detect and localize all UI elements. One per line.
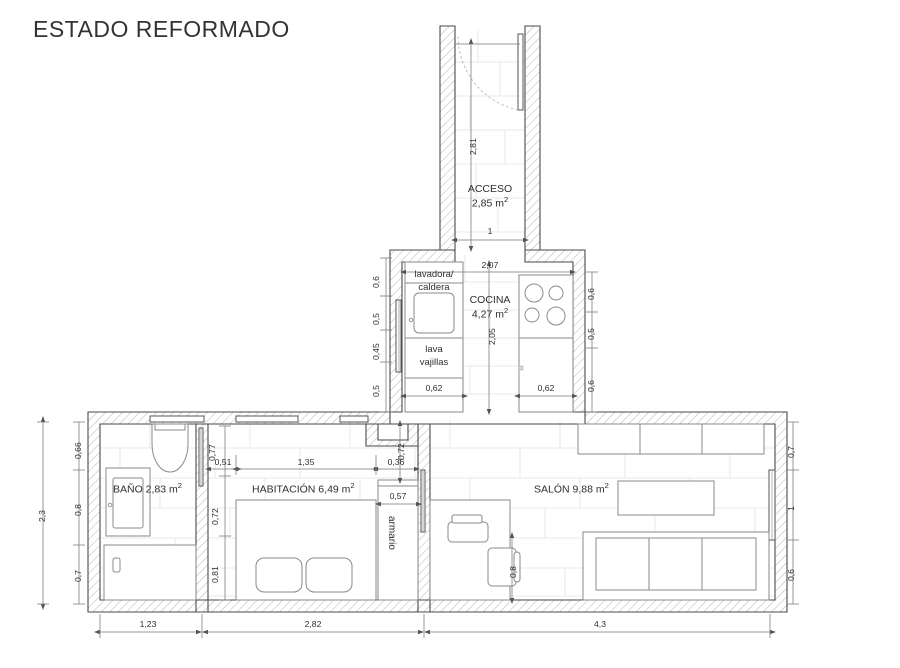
dim-hab-left-3: 0,81 xyxy=(210,566,220,583)
openings xyxy=(149,33,776,541)
dim-cocina-left-2: 0,5 xyxy=(371,313,381,325)
door-bano xyxy=(198,427,204,487)
table-icon xyxy=(617,480,715,516)
door-habitacion xyxy=(420,469,426,533)
wall-acceso-right xyxy=(524,25,541,251)
appliance-label-lavadora-1: lavadora/ xyxy=(414,269,454,280)
room-label-acceso: ACCESO xyxy=(467,183,513,195)
dim-hab-left-2: 0,72 xyxy=(210,508,220,525)
room-label-salon: SALÓN 9,88 m2 xyxy=(534,481,609,496)
toilet-icon xyxy=(151,423,189,473)
dim-cocina-right-1: 0,6 xyxy=(586,288,596,300)
dim-salon-chair: 0,8 xyxy=(508,566,518,578)
shower-drain-icon xyxy=(112,557,121,573)
dim-left-3: 0,7 xyxy=(73,570,83,582)
shower-tray-icon xyxy=(103,544,197,601)
dim-bottom-1: 1,23 xyxy=(139,619,157,629)
dim-armario-width: 0,57 xyxy=(389,491,407,501)
bano-fixtures xyxy=(103,423,197,601)
window-salon xyxy=(768,469,776,541)
dim-left-2: 0,8 xyxy=(73,504,83,516)
dimension-lines xyxy=(37,38,799,638)
page-title: ESTADO REFORMADO xyxy=(33,16,290,42)
dim-hab-top-1: 0,51 xyxy=(214,457,232,467)
wall-acceso-left xyxy=(439,25,456,251)
dim-cocina-left-1: 0,6 xyxy=(371,276,381,288)
appliance-label-lavadora-2: caldera xyxy=(418,282,450,293)
furniture xyxy=(103,261,770,601)
dim-right-1: 0,7 xyxy=(786,446,796,458)
habitacion-bed xyxy=(235,499,377,601)
room-area-acceso: 2,85 m2 xyxy=(471,195,509,210)
appliance-label-lavavajillas-2: vajillas xyxy=(419,357,449,368)
window-habitacion xyxy=(235,415,369,423)
salon-furniture xyxy=(429,423,770,601)
door-entrance xyxy=(457,33,524,111)
dim-right-2: 1 xyxy=(786,506,796,511)
dim-bottom-2: 2,82 xyxy=(304,619,322,629)
pillow-left-icon xyxy=(255,557,303,593)
appliance-label-lavavajillas-1: lava xyxy=(425,344,443,355)
cocina-left-counter xyxy=(404,261,464,413)
dim-left-1: 0,66 xyxy=(73,442,83,459)
dim-acceso-width: 1 xyxy=(487,226,493,236)
dim-cocina-right-counter: 0,62 xyxy=(537,383,555,393)
door-cocina-left xyxy=(395,299,402,373)
cooktop-icon xyxy=(524,283,566,326)
dim-hab-left-1: 0,77 xyxy=(207,444,217,461)
dim-cocina-left-4: 0,5 xyxy=(371,385,381,397)
room-label-bano: BAÑO 2,83 m2 xyxy=(113,481,182,496)
room-label-cocina: COCINA xyxy=(469,294,511,306)
dim-armario-top: 0,72 xyxy=(396,443,406,460)
shelf-icon xyxy=(577,423,765,455)
furniture-label-armario: armario xyxy=(386,516,397,550)
dim-cocina-left-counter: 0,62 xyxy=(425,383,443,393)
dim-hab-top-2: 1,35 xyxy=(297,457,315,467)
dim-bottom-3: 4,3 xyxy=(594,619,606,629)
dim-cocina-width: 2,07 xyxy=(481,260,499,270)
dim-hab-top-3: 0,36 xyxy=(387,457,405,467)
dim-left-total: 2,3 xyxy=(37,510,47,522)
dim-acceso-height: 2,81 xyxy=(468,138,478,155)
room-label-habitacion: HABITACIÓN 6,49 m2 xyxy=(252,481,355,496)
window-bano xyxy=(149,415,205,423)
room-area-cocina: 4,27 m2 xyxy=(471,306,509,321)
washbasin-icon xyxy=(112,477,144,529)
dim-right-3: 0,6 xyxy=(786,569,796,581)
pillow-right-icon xyxy=(305,557,353,593)
dim-cocina-right-3: 0,6 xyxy=(586,380,596,392)
dim-cocina-right-2: 0,5 xyxy=(586,328,596,340)
washing-machine-icon xyxy=(413,292,455,334)
cocina-right-counter xyxy=(518,274,574,413)
dim-cocina-left-3: 0,45 xyxy=(371,343,381,360)
dim-cocina-height: 2,05 xyxy=(487,328,497,345)
appliance-icon xyxy=(447,521,489,543)
